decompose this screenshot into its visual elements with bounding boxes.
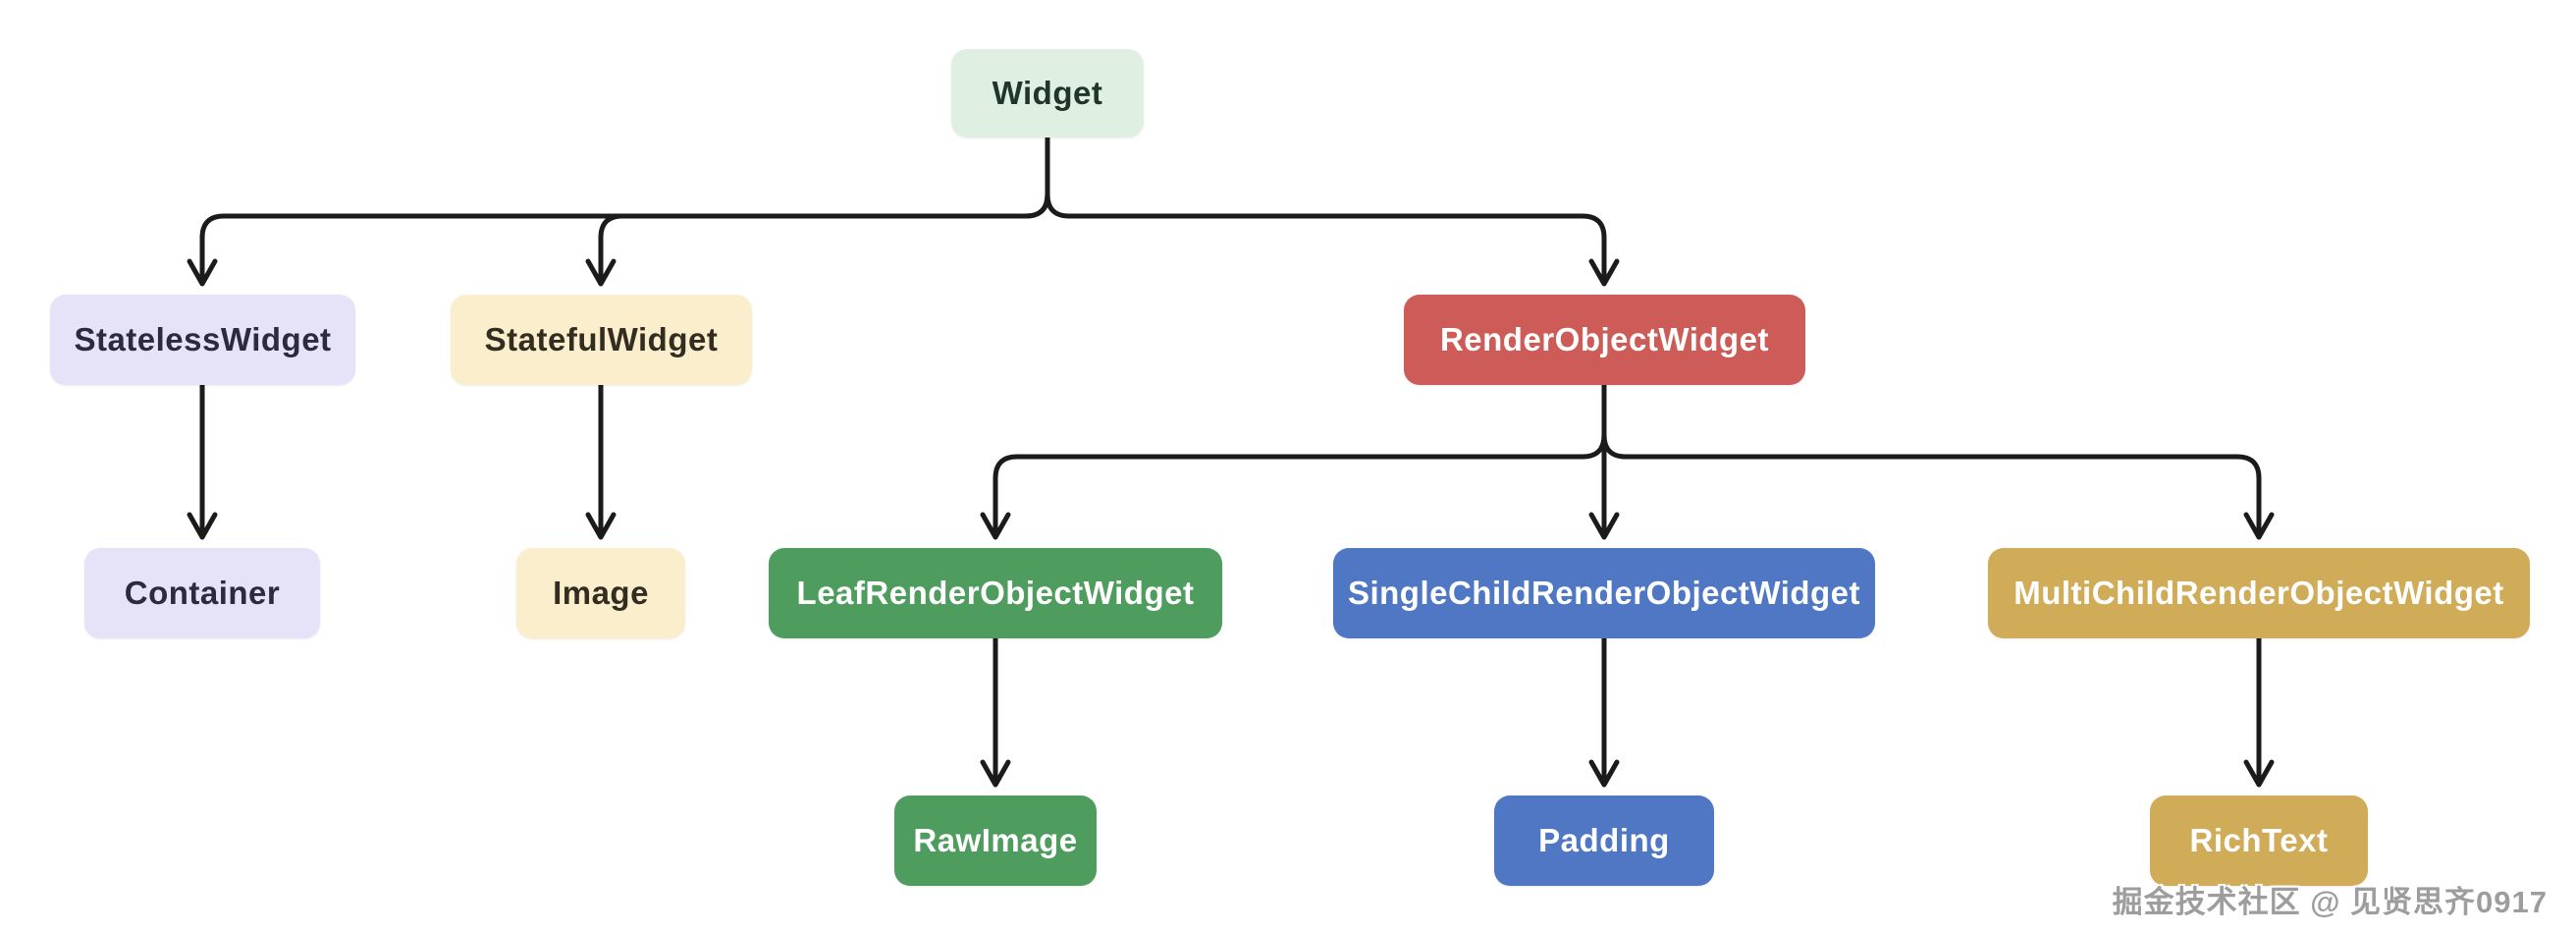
node-renderobjectwidget: RenderObjectWidget — [1404, 295, 1805, 385]
edge-widget-to-statefulwidget — [585, 137, 1050, 287]
edge-widget-to-renderobjectwidget — [1045, 137, 1620, 287]
node-leafrenderobjectwidget: LeafRenderObjectWidget — [769, 548, 1222, 638]
edge-renderobjectwidget-to-multichildrenderobjectwidget — [1601, 385, 2275, 540]
node-richtext: RichText — [2150, 796, 2368, 886]
node-rawimage: RawImage — [894, 796, 1097, 886]
node-padding: Padding — [1494, 796, 1714, 886]
node-statefulwidget: StatefulWidget — [451, 295, 752, 385]
node-image: Image — [516, 548, 685, 638]
node-singlechildrenderobjectwidget: SingleChildRenderObjectWidget — [1333, 548, 1875, 638]
watermark-text: 掘金技术社区 @ 见贤思齐0917 — [2112, 885, 2548, 919]
edge-widget-to-statelesswidget — [187, 137, 1050, 287]
node-statelesswidget: StatelessWidget — [50, 295, 355, 385]
node-container: Container — [84, 548, 320, 638]
edge-renderobjectwidget-to-leafrenderobjectwidget — [980, 385, 1607, 540]
node-widget: Widget — [951, 49, 1144, 137]
node-multichildrenderobjectwidget: MultiChildRenderObjectWidget — [1988, 548, 2530, 638]
